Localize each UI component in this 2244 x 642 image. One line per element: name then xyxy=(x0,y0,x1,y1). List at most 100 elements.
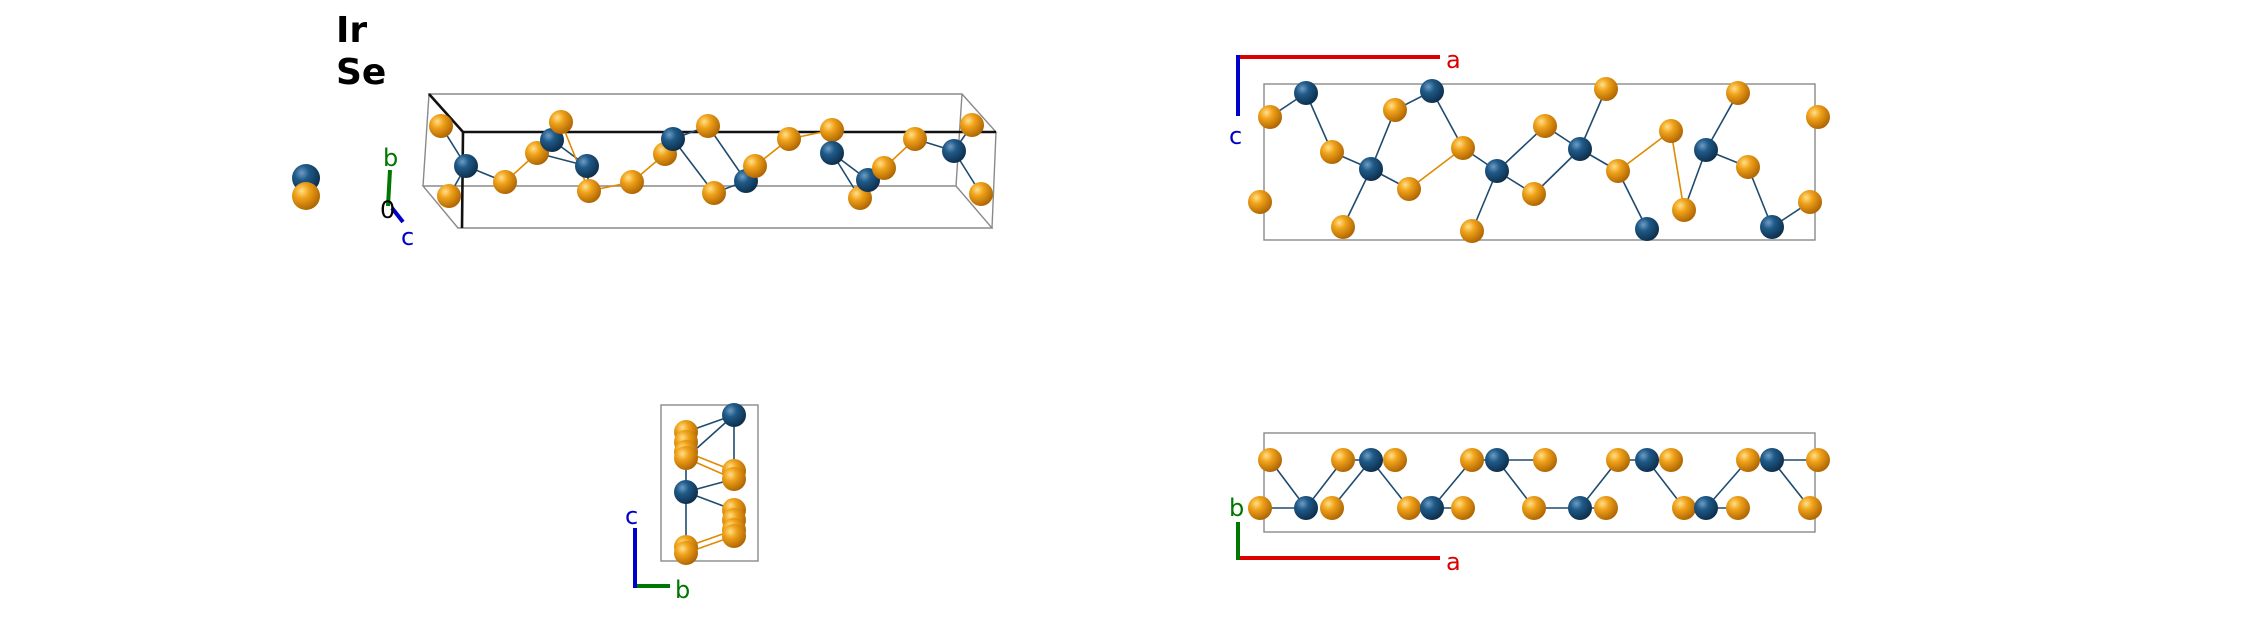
bond-line xyxy=(560,121,590,192)
axis-c-label: c xyxy=(625,502,638,530)
se-atom xyxy=(1798,496,1822,520)
se-atom xyxy=(549,110,573,134)
ir-atom xyxy=(540,128,564,152)
ab-view-atoms xyxy=(1248,448,1830,520)
ir-atom xyxy=(722,403,746,427)
se-atom xyxy=(1659,448,1683,472)
se-atom xyxy=(1606,159,1630,183)
se-atom xyxy=(1522,182,1546,206)
se-atom xyxy=(722,524,746,548)
ac-axis-triad: a c xyxy=(1229,46,1461,150)
ir-atom xyxy=(1485,159,1509,183)
se-atom xyxy=(1736,448,1760,472)
ir-atom xyxy=(575,154,599,178)
se-atom xyxy=(1331,448,1355,472)
axis-c-label: c xyxy=(401,223,414,251)
axis-b-label: b xyxy=(383,144,398,172)
axis-c-label: c xyxy=(1229,122,1242,150)
axis-b-label: b xyxy=(1229,494,1244,522)
ir-atom xyxy=(1568,137,1592,161)
axis-b-line xyxy=(386,169,392,207)
se-atom xyxy=(1672,496,1696,520)
se-atom xyxy=(777,127,801,151)
se-atom xyxy=(1258,105,1282,129)
bc-view-atoms xyxy=(674,403,746,565)
perspective-axis-triad: b c 0 xyxy=(380,144,414,251)
ir-atom xyxy=(1485,448,1509,472)
ir-atom xyxy=(1694,138,1718,162)
cell-front-edge xyxy=(428,93,464,133)
cell-edge xyxy=(422,93,430,187)
unit-cell-ab xyxy=(1263,432,1816,533)
ir-atom xyxy=(1568,496,1592,520)
ir-atom xyxy=(1359,157,1383,181)
se-atom xyxy=(437,184,461,208)
se-atom xyxy=(702,181,726,205)
ir-atom xyxy=(820,141,844,165)
bond-line xyxy=(1670,130,1685,211)
se-atom xyxy=(1397,177,1421,201)
se-atom xyxy=(1383,448,1407,472)
se-atom xyxy=(1522,496,1546,520)
se-atom xyxy=(1672,198,1696,222)
se-atom xyxy=(1806,105,1830,129)
se-atom xyxy=(429,114,453,138)
ab-axis-triad: a b xyxy=(1229,494,1461,576)
panel-view-along-c: a b xyxy=(1229,432,1830,576)
ir-atom xyxy=(1694,496,1718,520)
axis-b-label: b xyxy=(675,576,690,604)
se-atom xyxy=(1320,140,1344,164)
se-atom xyxy=(872,156,896,180)
ir-atom xyxy=(1420,79,1444,103)
legend-atom-stack xyxy=(292,164,320,210)
se-atom xyxy=(1736,155,1760,179)
se-atom xyxy=(1594,77,1618,101)
ac-view-atoms xyxy=(1248,77,1830,243)
perspective-atoms xyxy=(429,110,993,210)
ir-atom xyxy=(1294,81,1318,105)
se-atom xyxy=(1320,496,1344,520)
se-atom xyxy=(1331,215,1355,239)
cell-front-edge xyxy=(460,131,465,229)
se-atom xyxy=(577,179,601,203)
se-atom xyxy=(1460,219,1484,243)
ir-atom xyxy=(1760,448,1784,472)
axis-c-line xyxy=(390,206,405,224)
se-atom xyxy=(620,170,644,194)
se-atom xyxy=(1258,448,1282,472)
se-atom xyxy=(1798,190,1822,214)
panel-perspective-view: b c 0 xyxy=(380,93,998,251)
ir-atom xyxy=(942,139,966,163)
se-atom xyxy=(1726,81,1750,105)
se-atom xyxy=(969,182,993,206)
se-atom xyxy=(722,467,746,491)
legend-label-ir: Ir xyxy=(336,10,367,51)
unit-cell-ac xyxy=(1263,83,1816,241)
se-atom xyxy=(1806,448,1830,472)
se-atom xyxy=(1659,119,1683,143)
se-atom xyxy=(1397,496,1421,520)
se-atom xyxy=(493,170,517,194)
ir-atom xyxy=(674,480,698,504)
ir-atom xyxy=(454,154,478,178)
panel-view-along-b: a c xyxy=(1229,46,1830,243)
ir-atom xyxy=(1294,496,1318,520)
se-atom xyxy=(820,118,844,142)
se-atom xyxy=(1248,190,1272,214)
ir-atom xyxy=(1635,448,1659,472)
axis-a-label: a xyxy=(1446,46,1461,74)
se-atom xyxy=(743,154,767,178)
cell-edge xyxy=(991,131,997,229)
legend-atom-se xyxy=(292,182,320,210)
ac-view-bonds xyxy=(1269,88,1811,232)
element-legend: Ir Se xyxy=(336,10,386,93)
cell-edge xyxy=(955,93,963,187)
se-atom xyxy=(1451,496,1475,520)
se-atom xyxy=(1726,496,1750,520)
bc-axis-triad: b c xyxy=(625,502,690,604)
se-atom xyxy=(1594,496,1618,520)
unit-cell-bc xyxy=(660,404,759,562)
se-atom xyxy=(696,114,720,138)
legend-label-se: Se xyxy=(336,52,386,93)
se-atom xyxy=(674,446,698,470)
